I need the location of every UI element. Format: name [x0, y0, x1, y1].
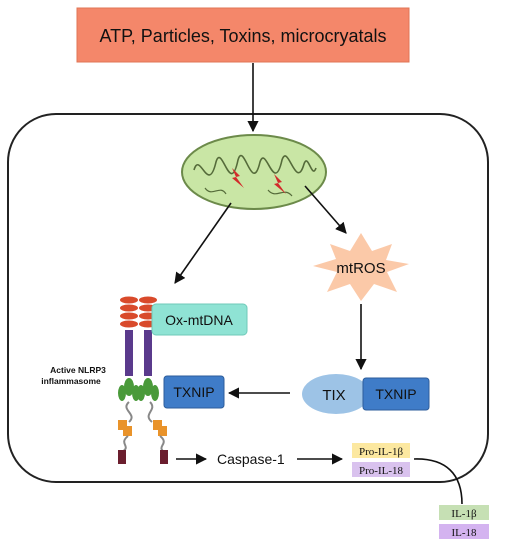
txnip-bound-box: TXNIP	[163, 375, 225, 409]
ox-mtdna-box: Ox-mtDNA	[151, 303, 248, 336]
il18-label: IL-18	[451, 527, 477, 539]
caspase-label: Caspase-1	[217, 451, 285, 467]
ox-mtdna-label: Ox-mtDNA	[165, 312, 233, 328]
ros-spark-icon	[274, 174, 286, 194]
mtros-label: mtROS	[336, 260, 385, 277]
txnip-free-box	[362, 377, 430, 411]
txnip-free-label: TXNIP	[375, 386, 416, 402]
arrow-mitochondrion-to-ox-mtdna	[174, 202, 232, 284]
il18-box: IL-18	[439, 524, 489, 539]
nlrp3-label-line2: inflammasome	[41, 376, 101, 386]
ros-spark-icon	[232, 168, 244, 188]
tix-ellipse	[302, 374, 370, 414]
pro-il1b-box: Pro-IL-1β	[352, 443, 410, 458]
pro-il1b-label: Pro-IL-1β	[359, 446, 403, 458]
trigger-label: ATP, Particles, Toxins, microcryatals	[99, 26, 386, 46]
secretion-curve	[413, 458, 463, 505]
il1b-box: IL-1β	[439, 505, 489, 520]
txnip-bound-label: TXNIP	[173, 384, 214, 400]
tix-txnip-complex: TIX TXNIP	[302, 374, 430, 414]
pro-il18-box: Pro-IL-18	[352, 462, 410, 477]
arrow-mitochondrion-to-mtros	[304, 185, 347, 234]
tix-label: TIX	[322, 387, 345, 404]
cell-membrane	[7, 113, 489, 483]
pro-il18-label: Pro-IL-18	[359, 465, 403, 477]
mtros-burst: mtROS	[313, 233, 409, 301]
nlrp3-inflammasome-icon	[118, 296, 168, 464]
il1b-label: IL-1β	[451, 508, 477, 520]
nlrp3-label-line1: Active NLRP3	[50, 365, 106, 375]
trigger-box: ATP, Particles, Toxins, microcryatals	[76, 7, 410, 63]
trigger-box-bg	[76, 7, 410, 63]
mitochondrion-icon	[181, 134, 327, 210]
starburst-icon	[313, 233, 409, 301]
